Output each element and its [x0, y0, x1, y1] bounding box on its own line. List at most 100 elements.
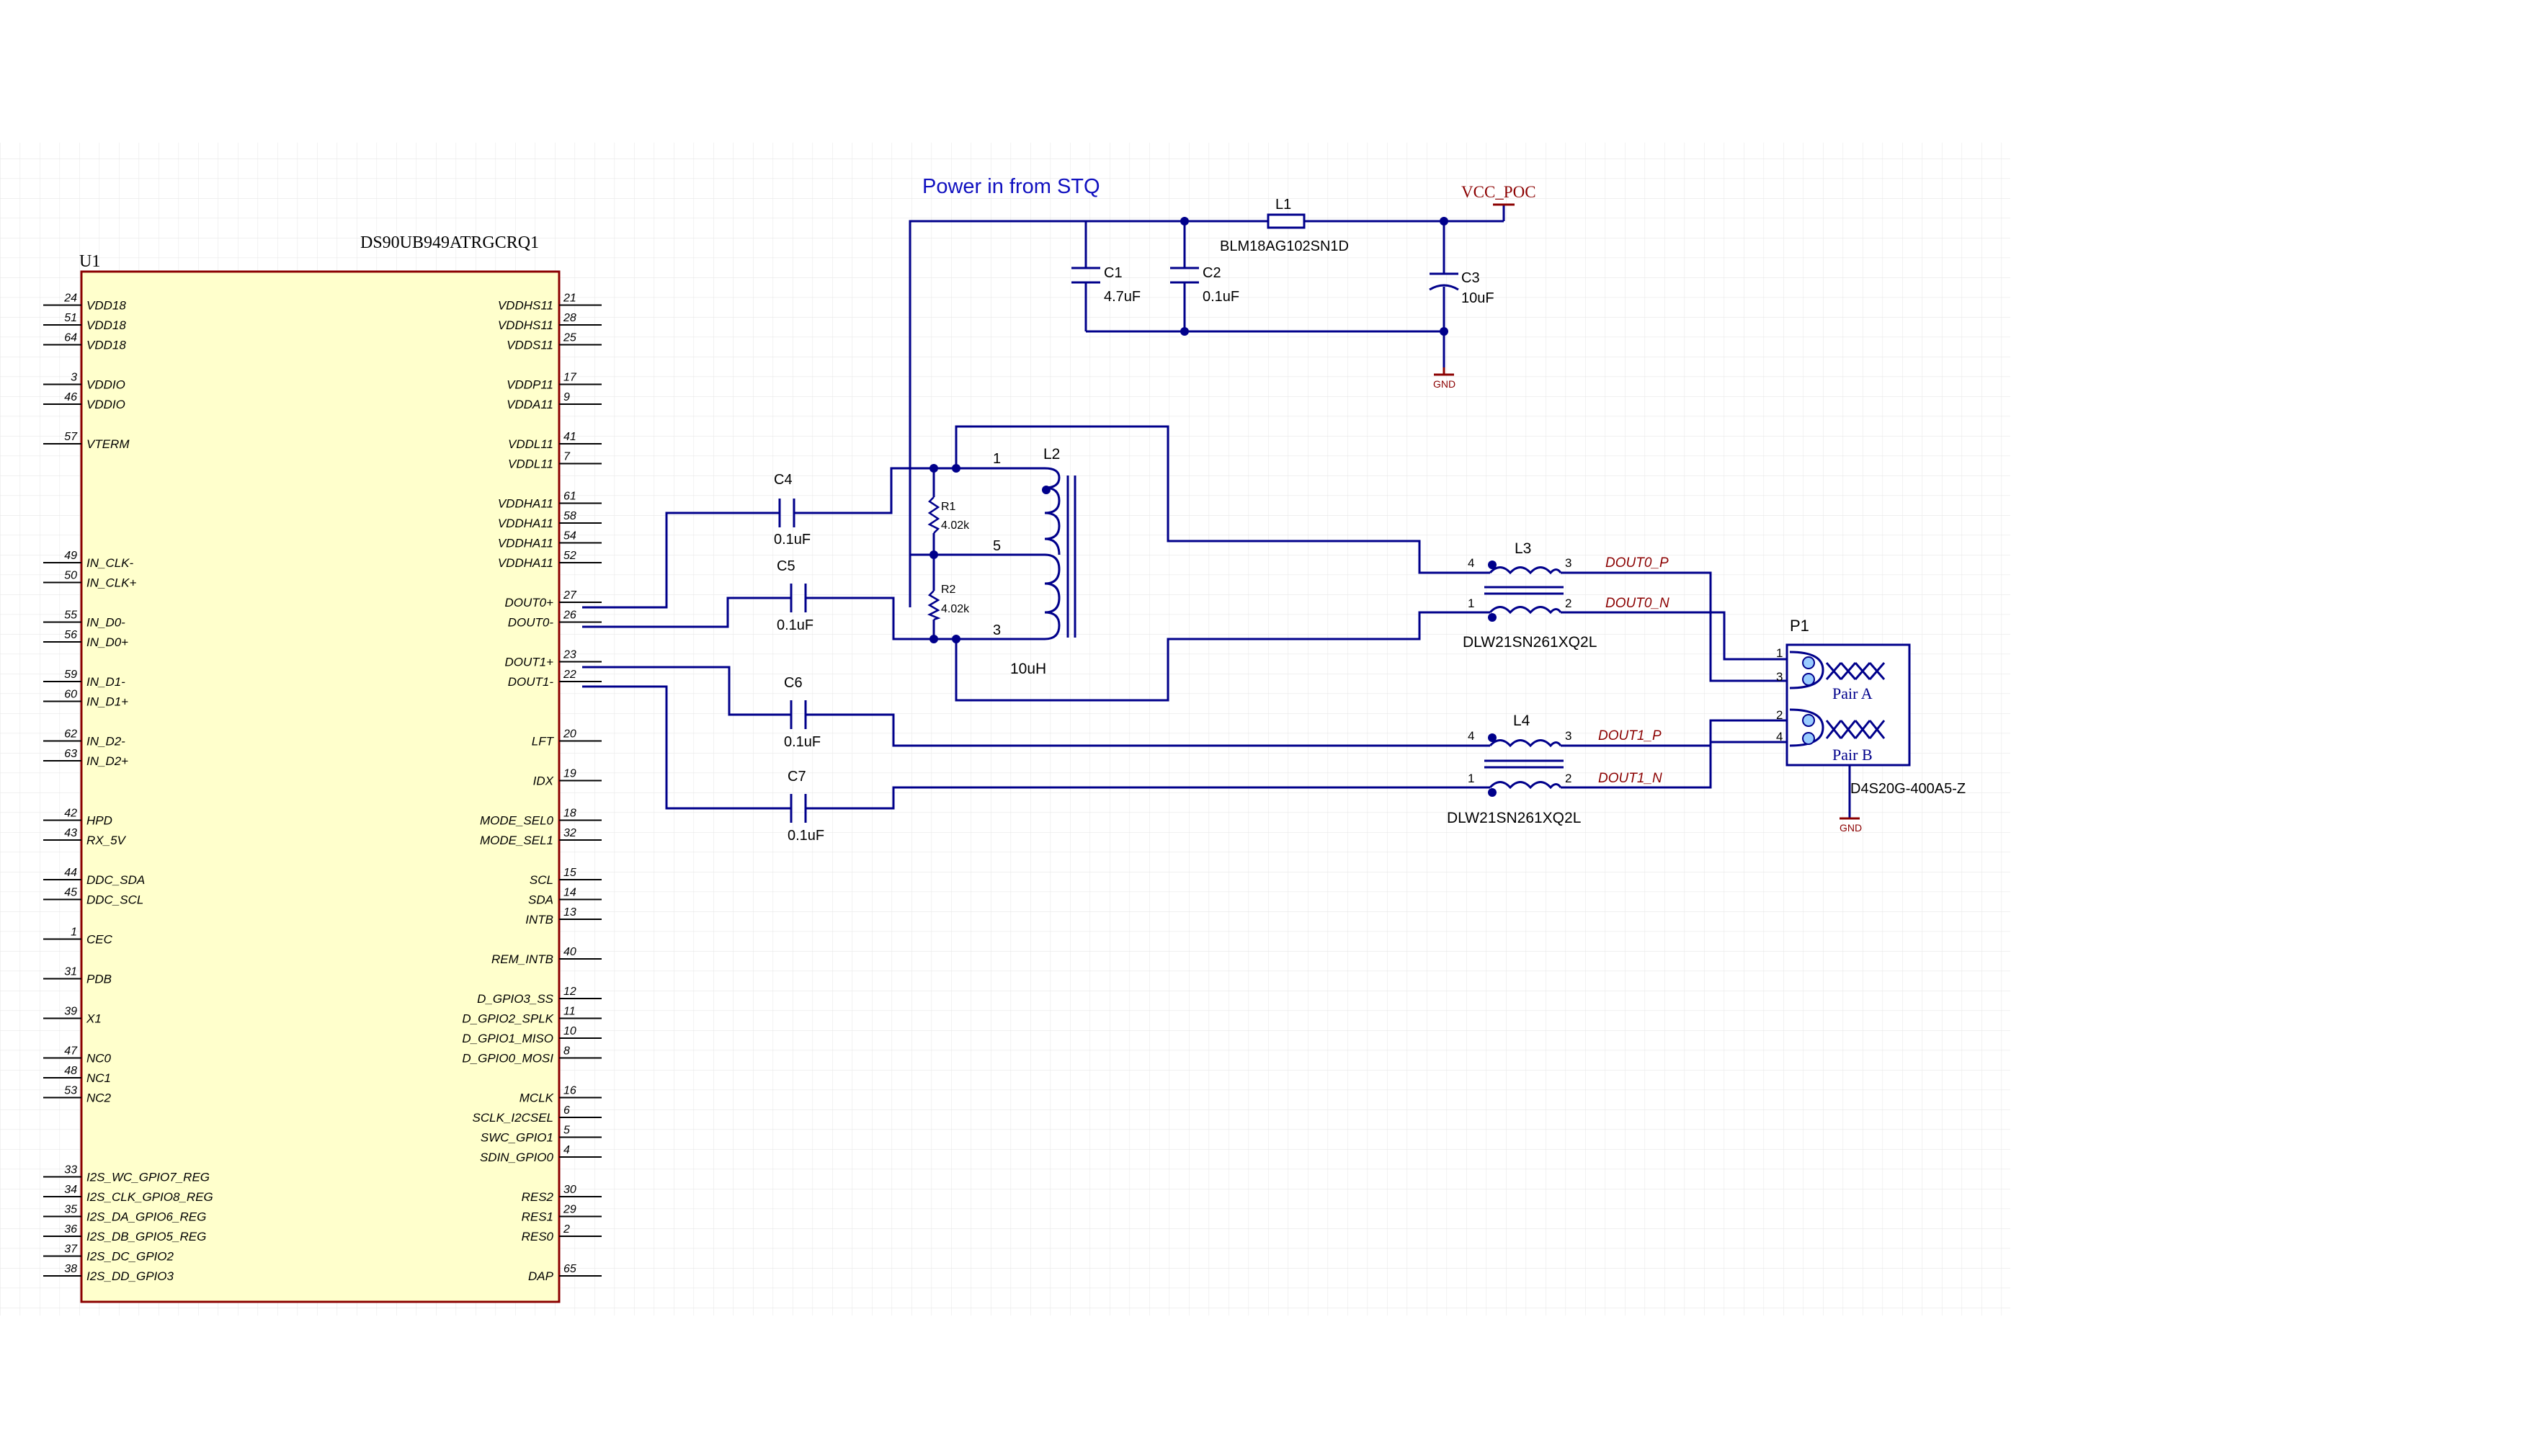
- r1-resistor[interactable]: R1 4.02k: [927, 496, 970, 534]
- pin-number: 23: [563, 649, 576, 661]
- junction: [929, 464, 938, 473]
- pin-number: 20: [563, 728, 576, 741]
- pin-name: DOUT1-: [508, 675, 554, 689]
- l1-ferrite[interactable]: L1 BLM18AG102SN1D: [1220, 197, 1349, 254]
- l2-pin5-num: 5: [993, 538, 1001, 554]
- p1-contact: [1802, 656, 1815, 669]
- pin-name: SDIN_GPIO0: [480, 1151, 554, 1164]
- p1-pin4: 4: [1776, 730, 1783, 743]
- junction: [929, 635, 938, 643]
- pin-name: VDD18: [86, 339, 126, 352]
- p1-connector[interactable]: P1 D4S20G-400A5-Z Pair A Pair B 1 3 2 4 …: [1776, 617, 1966, 834]
- c6-value: 0.1uF: [784, 734, 821, 750]
- l3-polarity-dot: [1488, 560, 1497, 569]
- pin-number: 65: [563, 1263, 576, 1275]
- pin-number: 52: [563, 550, 576, 562]
- pin-name: CEC: [86, 933, 113, 947]
- l1-body: [1267, 213, 1306, 229]
- pin-name: D_GPIO3_SS: [477, 992, 553, 1006]
- pin-number: 43: [64, 827, 77, 839]
- pin-name: IN_D1-: [86, 675, 125, 689]
- vcc-poc-port[interactable]: VCC_POC: [1461, 183, 1536, 206]
- l3-choke[interactable]: L3 DLW21SN261XQ2L 4 3 1 2: [1463, 540, 1597, 651]
- l2-coil: [1044, 512, 1061, 540]
- pin-number: 35: [64, 1204, 77, 1216]
- pin-name: SCLK_I2CSEL: [473, 1111, 553, 1125]
- l4-choke[interactable]: L4 DLW21SN261XQ2L 4 3 1 2: [1447, 713, 1581, 826]
- c3-value: 10uF: [1461, 290, 1494, 306]
- wire-dout1-p: [1561, 719, 1787, 747]
- pin-number: 3: [71, 372, 77, 384]
- pin-name: DAP: [528, 1269, 554, 1283]
- net-label-dout0-n: DOUT0_N: [1605, 596, 1669, 611]
- pin-name: I2S_DC_GPIO2: [86, 1250, 174, 1264]
- pin-name: SDA: [528, 893, 553, 907]
- pin-number: 64: [64, 332, 77, 344]
- l2-value: 10uH: [1010, 661, 1046, 677]
- pin-name: D_GPIO1_MISO: [462, 1032, 553, 1045]
- l2-coil: [1044, 582, 1061, 614]
- l2-ref: L2: [1043, 446, 1060, 463]
- pin-number: 19: [563, 768, 576, 780]
- l2-pin1-num: 1: [993, 451, 1001, 467]
- u1-designator: U1: [79, 252, 100, 271]
- pin-number: 5: [563, 1125, 570, 1137]
- pin-name: VDD18: [86, 318, 126, 332]
- c2-capacitor[interactable]: C2 0.1uF: [1170, 265, 1239, 305]
- gnd-power-symbol[interactable]: GND: [1433, 367, 1455, 390]
- pin-number: 32: [563, 827, 576, 839]
- l4-coil-bot: [1489, 781, 1562, 790]
- l3-coil-top: [1489, 566, 1562, 575]
- p1-contact: [1802, 673, 1815, 686]
- pin-name: SCL: [530, 873, 553, 887]
- c3-plate-curved: [1429, 284, 1459, 291]
- pin-number: 10: [563, 1025, 576, 1037]
- c2-value: 0.1uF: [1203, 289, 1239, 305]
- u1-symbol[interactable]: U1 DS90UB949ATRGCRQ1 24VDD1851VDD1864VDD…: [43, 233, 602, 1303]
- pin-number: 8: [563, 1045, 570, 1058]
- pin-name: D_GPIO2_SPLK: [462, 1012, 553, 1026]
- p1-gnd-label: GND: [1840, 822, 1862, 834]
- pin-name: IN_D1+: [86, 695, 128, 709]
- pin-number: 55: [64, 609, 77, 622]
- pin-name: VDDL11: [508, 437, 553, 451]
- pin-name: VTERM: [86, 437, 130, 451]
- c1-capacitor[interactable]: C1 4.7uF: [1071, 265, 1141, 305]
- pin-name: IN_CLK-: [86, 556, 134, 570]
- c6-ref: C6: [784, 675, 803, 691]
- c5-value: 0.1uF: [777, 617, 813, 633]
- junction: [952, 464, 960, 473]
- pin-number: 24: [63, 292, 77, 305]
- c4-capacitor[interactable]: C4 0.1uF: [774, 472, 811, 548]
- p1-pin2: 2: [1776, 708, 1783, 722]
- pin-number: 9: [563, 391, 570, 403]
- c5-capacitor[interactable]: C5 0.1uF: [777, 558, 813, 633]
- pin-number: 18: [563, 808, 576, 820]
- l2-inductor[interactable]: L2 10uH 1 5 3: [993, 446, 1076, 677]
- l1-part: BLM18AG102SN1D: [1220, 238, 1349, 254]
- c7-capacitor[interactable]: C7 0.1uF: [788, 769, 824, 844]
- pin-number: 46: [64, 391, 77, 403]
- r2-resistor[interactable]: R2 4.02k: [927, 584, 970, 621]
- pin-number: 38: [64, 1263, 77, 1275]
- c3-capacitor[interactable]: C3 10uF: [1429, 270, 1494, 306]
- pin-name: INTB: [525, 913, 553, 926]
- pin-name: VDDHS11: [498, 318, 553, 332]
- c6-capacitor[interactable]: C6 0.1uF: [784, 675, 821, 750]
- pin-name: VDDS11: [507, 339, 553, 352]
- pin-name: VDDIO: [86, 398, 125, 411]
